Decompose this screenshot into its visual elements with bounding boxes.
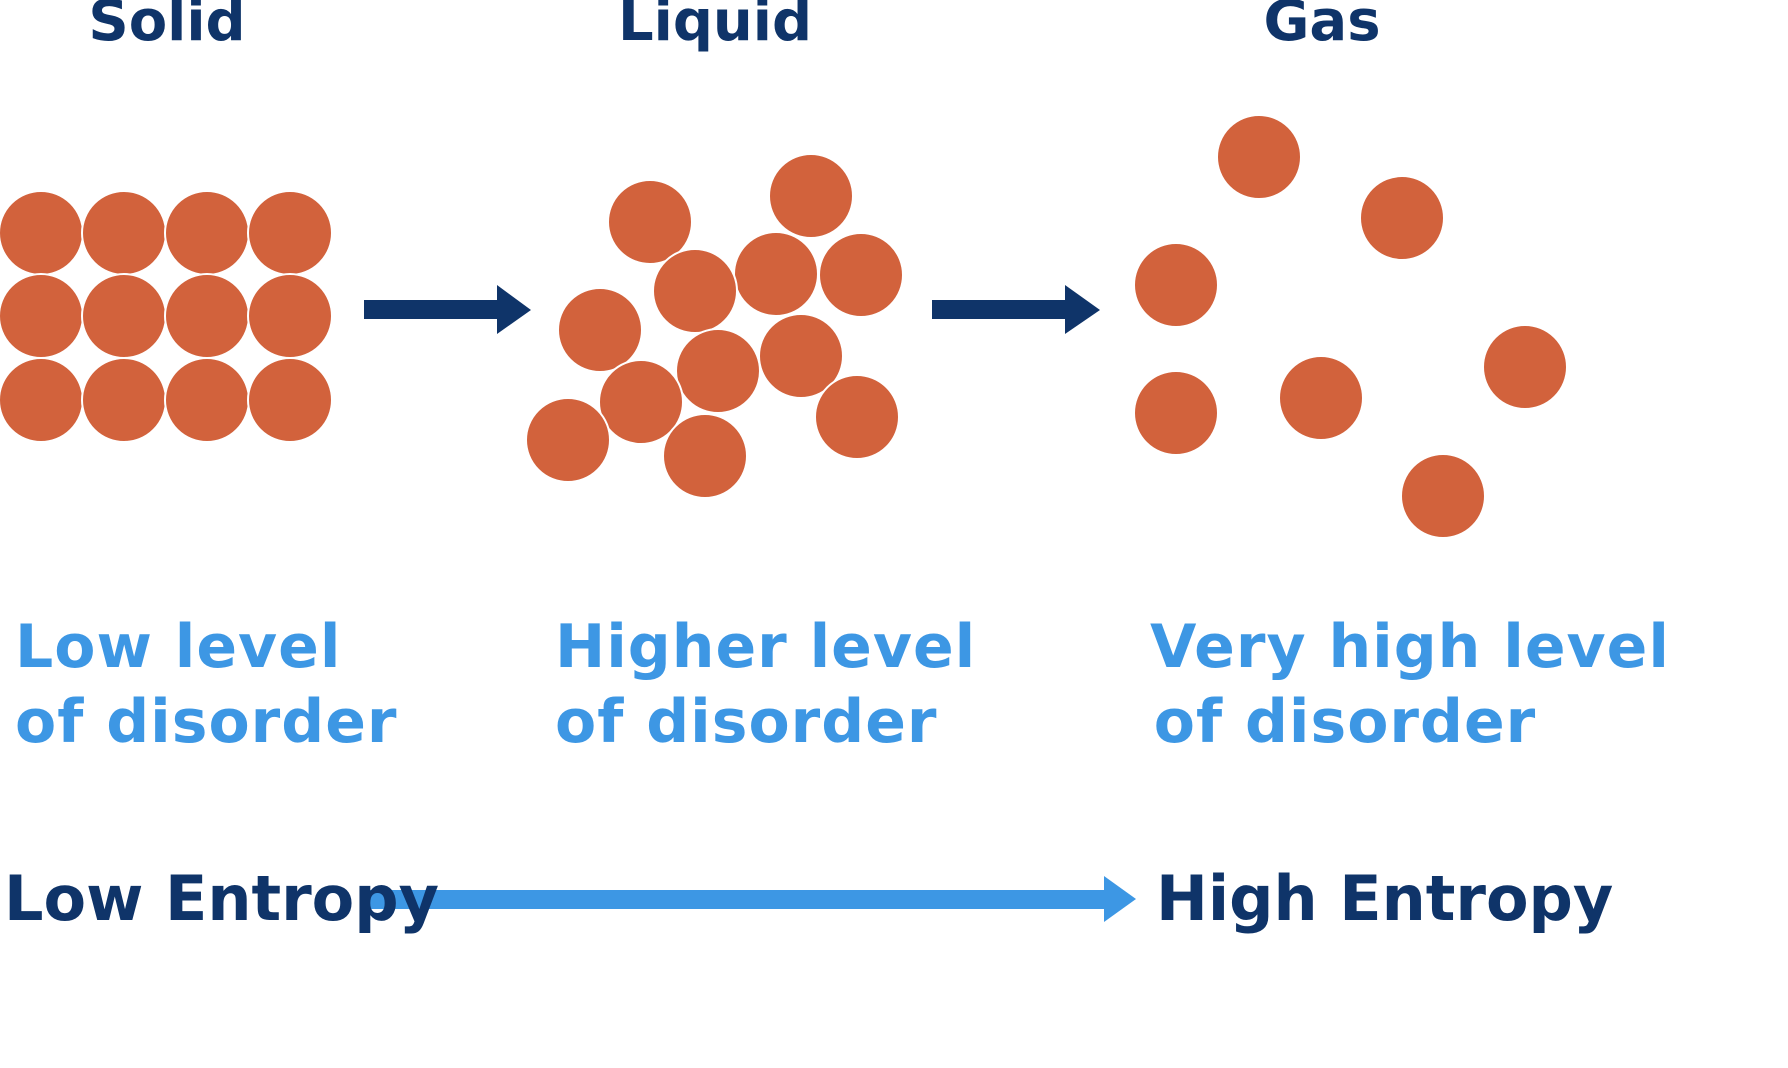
solid-description: Low level of disorder xyxy=(15,610,398,760)
liquid-particle xyxy=(768,153,854,239)
solid-particle xyxy=(81,273,167,359)
solid-particle xyxy=(81,357,167,443)
solid-particle xyxy=(247,273,333,359)
gas-particle xyxy=(1359,175,1445,261)
transition-arrow-solid-to-liquid xyxy=(364,285,531,334)
gas-particle xyxy=(1133,242,1219,328)
solid-particle xyxy=(164,273,250,359)
solid-particle xyxy=(164,190,250,276)
liquid-title: Liquid xyxy=(617,0,813,54)
liquid-particle xyxy=(607,179,693,265)
solid-particle xyxy=(81,190,167,276)
liquid-particle xyxy=(662,413,748,499)
gas-description-line2: of disorder xyxy=(1153,687,1537,757)
liquid-particle xyxy=(818,232,904,318)
liquid-description: Higher level of disorder xyxy=(555,610,977,760)
liquid-particle xyxy=(525,397,611,483)
transition-arrow-liquid-to-gas xyxy=(932,285,1100,334)
high-entropy-label: High Entropy xyxy=(1156,862,1614,935)
gas-description-line1: Very high level xyxy=(1150,612,1670,682)
gas-particles xyxy=(1133,114,1568,539)
gas-title: Gas xyxy=(1263,0,1381,54)
solid-particle xyxy=(247,190,333,276)
solid-particle xyxy=(247,357,333,443)
solid-particle xyxy=(0,273,84,359)
gas-particle xyxy=(1482,324,1568,410)
gas-particle xyxy=(1278,355,1364,441)
solid-particle xyxy=(164,357,250,443)
solid-description-line2: of disorder xyxy=(15,687,398,757)
liquid-particle xyxy=(675,328,761,414)
liquid-particle xyxy=(733,231,819,317)
gas-particle xyxy=(1216,114,1302,200)
gas-description: Very high level of disorder xyxy=(1150,610,1670,760)
solid-description-line1: Low level xyxy=(15,612,342,682)
liquid-particle xyxy=(557,287,643,373)
liquid-description-line1: Higher level xyxy=(555,612,977,682)
entropy-diagram: Solid Liquid Gas xyxy=(0,0,1670,935)
low-entropy-label: Low Entropy xyxy=(4,862,440,935)
solid-particle xyxy=(0,357,84,443)
liquid-particle xyxy=(598,359,684,445)
liquid-particles xyxy=(525,153,904,499)
liquid-particle xyxy=(814,374,900,460)
liquid-description-line2: of disorder xyxy=(555,687,938,757)
liquid-particle xyxy=(652,248,738,334)
solid-title: Solid xyxy=(88,0,246,54)
gas-particle xyxy=(1400,453,1486,539)
liquid-particle xyxy=(758,313,844,399)
gas-particle xyxy=(1133,370,1219,456)
entropy-scale-arrow xyxy=(364,876,1136,922)
diagram-graphics xyxy=(0,114,1568,922)
solid-particles xyxy=(0,190,333,443)
solid-particle xyxy=(0,190,84,276)
